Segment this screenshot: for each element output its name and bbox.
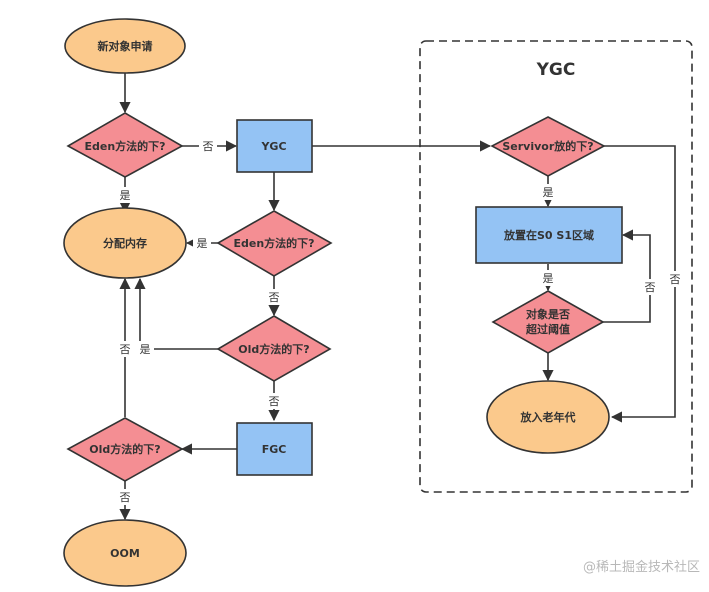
edge-threshold-to-s0s1 [603, 229, 651, 323]
watermark-text: @稀土掘金技术社区 [583, 559, 700, 575]
edge-label-s0s1-yes: 是 [543, 272, 554, 285]
node-eden-check-1-label: Eden方法的下? [84, 139, 165, 153]
ygc-group-title: YGC [536, 60, 576, 80]
node-threshold-check-label-2: 超过阈值 [525, 322, 570, 336]
node-old-generation-shape [486, 380, 610, 454]
node-eden-check-2-shape [216, 210, 333, 277]
edge-label-threshold-no: 否 [645, 281, 656, 294]
node-survivor-check-label: Servivor放的下? [502, 139, 593, 153]
edge-label-eden1-no: 否 [203, 140, 214, 153]
node-allocate-memory-label: 分配内存 [103, 236, 147, 250]
node-oom-shape [63, 519, 187, 587]
edge-label-eden2-yes: 是 [197, 237, 208, 250]
node-threshold-check-shape [491, 290, 605, 354]
node-old-generation-label: 放入老年代 [520, 410, 576, 424]
node-ygc-shape [236, 119, 313, 173]
node-allocate-memory-shape [63, 207, 187, 279]
node-new-object-label: 新对象申请 [98, 39, 153, 53]
node-place-s0-s1-label: 放置在S0 S1区域 [503, 228, 594, 242]
node-oom-label: OOM [110, 547, 140, 560]
node-eden-check-1-shape [66, 112, 184, 178]
node-old-check-1-label: Old方法的下? [238, 342, 309, 356]
edge-label-eden2-no: 否 [269, 291, 280, 304]
edge-label-survivor-yes: 是 [543, 186, 554, 199]
edge-label-old2-no-down: 否 [120, 491, 131, 504]
node-new-object-shape [64, 18, 186, 74]
edge-label-old1-yes: 是 [140, 343, 151, 356]
node-fgc-shape [236, 422, 313, 476]
node-old-check-2-shape [66, 417, 184, 482]
node-fgc-label: FGC [262, 443, 287, 456]
node-place-s0-s1-shape [475, 206, 623, 264]
edge-label-old1-no: 否 [269, 395, 280, 408]
node-old-check-1-shape [216, 315, 332, 382]
edge-label-eden1-yes: 是 [120, 189, 131, 202]
ygc-group-frame [419, 40, 693, 493]
node-threshold-check-label-1: 对象是否 [526, 307, 570, 321]
node-ygc-label: YGC [260, 140, 286, 153]
edge-survivor-to-old-gen [604, 145, 676, 423]
node-survivor-check-shape [490, 116, 606, 177]
node-eden-check-2-label: Eden方法的下? [233, 236, 314, 250]
edge-label-old2-no-up: 否 [120, 343, 131, 356]
edge-label-survivor-no: 否 [670, 273, 681, 286]
node-old-check-2-label: Old方法的下? [89, 442, 160, 456]
edge-old1-to-allocate [134, 277, 218, 350]
